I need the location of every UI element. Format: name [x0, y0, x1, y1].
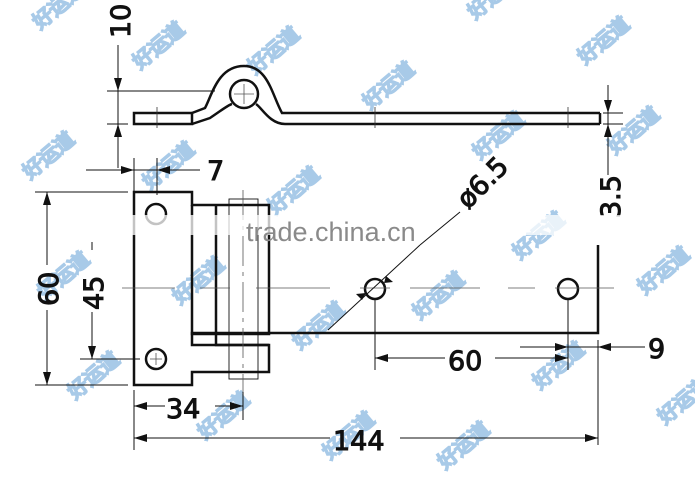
- watermark-tile: 好运道: [467, 107, 529, 165]
- right-leaf-outline: [214, 205, 600, 335]
- hole-right-1: [363, 277, 387, 301]
- dim-overall-length: 144: [134, 426, 598, 458]
- dim-edge-to-hole-label: 9: [648, 334, 665, 365]
- dim-overall-height-label: 60: [34, 272, 65, 306]
- watermark-tile: 好运道: [287, 297, 349, 355]
- watermark-tile: 好运道: [17, 127, 79, 185]
- watermark-tile: 好运道: [27, 0, 89, 34]
- watermark-tile: 好运道: [602, 102, 664, 160]
- watermark-tile: 好运道: [137, 137, 199, 195]
- hole-right-2: [556, 277, 580, 301]
- watermark-tile: 好运道: [357, 57, 419, 115]
- watermark-tile: 好运道: [572, 12, 634, 70]
- knuckle-outer: [191, 64, 600, 115]
- watermark-tile: 好运道: [62, 347, 124, 405]
- watermark-tile: 好运道: [167, 252, 229, 310]
- dim-hole-spacing-vertical-label: 45: [79, 276, 110, 310]
- dim-hole-diameter-label: ø6.5: [451, 151, 515, 215]
- dim-knuckle-height: 10: [106, 3, 215, 168]
- top-profile-view: [132, 64, 602, 128]
- center-lines: [122, 190, 614, 392]
- dim-hole-spacing-horizontal-label: 60: [448, 346, 482, 377]
- dim-knuckle-height-label: 10: [106, 4, 137, 38]
- watermark-tile: 好运道: [432, 417, 494, 475]
- watermark-tile: 好运道: [262, 162, 324, 220]
- pin-circle: [228, 78, 260, 110]
- dim-tab-width-label: 7: [207, 156, 224, 187]
- dim-left-leaf-width-label: 34: [166, 394, 200, 425]
- dim-overall-length-label: 144: [333, 426, 385, 457]
- watermark-tile: 好运道: [407, 267, 469, 325]
- dim-leaf-thickness-label: 3.5: [596, 175, 627, 218]
- dim-left-leaf-width: 34: [133, 390, 244, 450]
- dim-overall-height: 60: [34, 191, 128, 386]
- watermark-tile: 好运道: [462, 0, 524, 24]
- knuckle-lower: [191, 102, 600, 126]
- dim-edge-to-hole: 9: [520, 334, 666, 445]
- watermark-tile: 好运道: [652, 372, 695, 430]
- pin-outline: [228, 198, 259, 380]
- brand-watermark: trade.china.cn: [40, 215, 640, 247]
- dim-hole-spacing-horizontal: 60: [374, 300, 569, 378]
- dim-hole-spacing-vertical: 45: [79, 242, 140, 360]
- watermark-tile: 好运道: [242, 22, 304, 80]
- watermark-tile: 好运道: [192, 387, 254, 445]
- watermark-tile: 好运道: [632, 242, 694, 300]
- left-leaf-profile: [132, 111, 194, 126]
- dim-tab-width: 7: [86, 156, 225, 195]
- dim-leaf-thickness: 3.5: [596, 85, 628, 219]
- brand-watermark-text: trade.china.cn: [246, 217, 416, 247]
- hole-left-bottom: [144, 347, 168, 371]
